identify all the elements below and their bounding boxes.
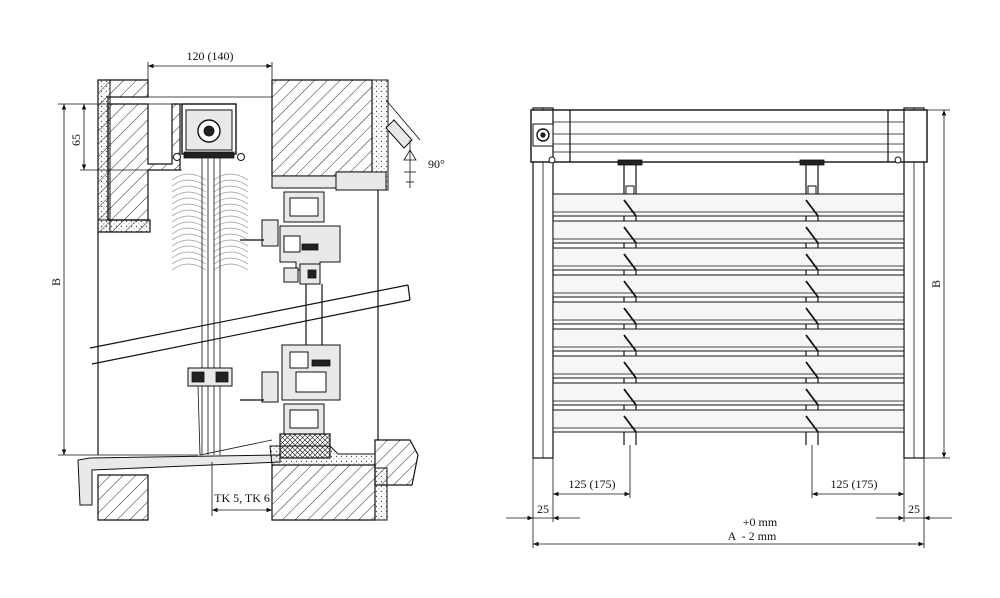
dimension-65: 65 [69,103,182,171]
width-tolerance-lower: A - 2 mm [728,529,777,543]
slats [552,193,905,433]
lower-wall [77,439,419,521]
dimension-width-a: +0 mm A - 2 mm [533,515,924,547]
dimension-guide-left: 125 (175) [553,477,630,497]
dimension-edge-right: 25 [876,502,952,521]
dimension-b-right: B [924,109,950,459]
dimension-65-label: 65 [69,134,83,146]
upper-left-wall [97,79,181,233]
section-view: 120 (140) 65 B 90° [49,49,445,521]
dimension-top: 120 (140) [147,49,273,96]
bottom-wedge [197,385,273,456]
dimension-guide-right: 125 (175) [812,477,904,497]
dimension-edge-left-label: 25 [537,502,549,516]
dimension-b-left: B [49,103,198,456]
dimension-guide-left-label: 125 (175) [569,477,616,491]
dimension-b-right-label: B [929,280,943,288]
bottom-rail [187,367,233,387]
guide-cords [201,158,221,455]
diagonal-beam [89,284,411,365]
side-guides [532,107,925,459]
head-box [530,109,928,164]
head-rail [173,103,245,161]
upper-right-wall [271,79,389,191]
dimension-top-label: 120 (140) [187,49,234,63]
stacked-slats [171,173,249,271]
dimension-b-left-label: B [49,278,63,286]
tilt-angle-label: 90° [428,157,445,171]
dimension-guide-right-label: 125 (175) [831,477,878,491]
tilt-indicator: 90° [385,99,445,188]
front-view: B 125 (175) 125 (175) 25 [506,107,952,548]
dimension-bottom-label: TK 5, TK 6 [214,491,270,505]
dimension-bottom: TK 5, TK 6 [211,462,273,516]
dimension-edge-left: 25 [506,502,580,521]
lift-cords [623,199,819,433]
dimension-edge-right-label: 25 [908,502,920,516]
width-tolerance-upper: +0 mm [743,515,778,529]
